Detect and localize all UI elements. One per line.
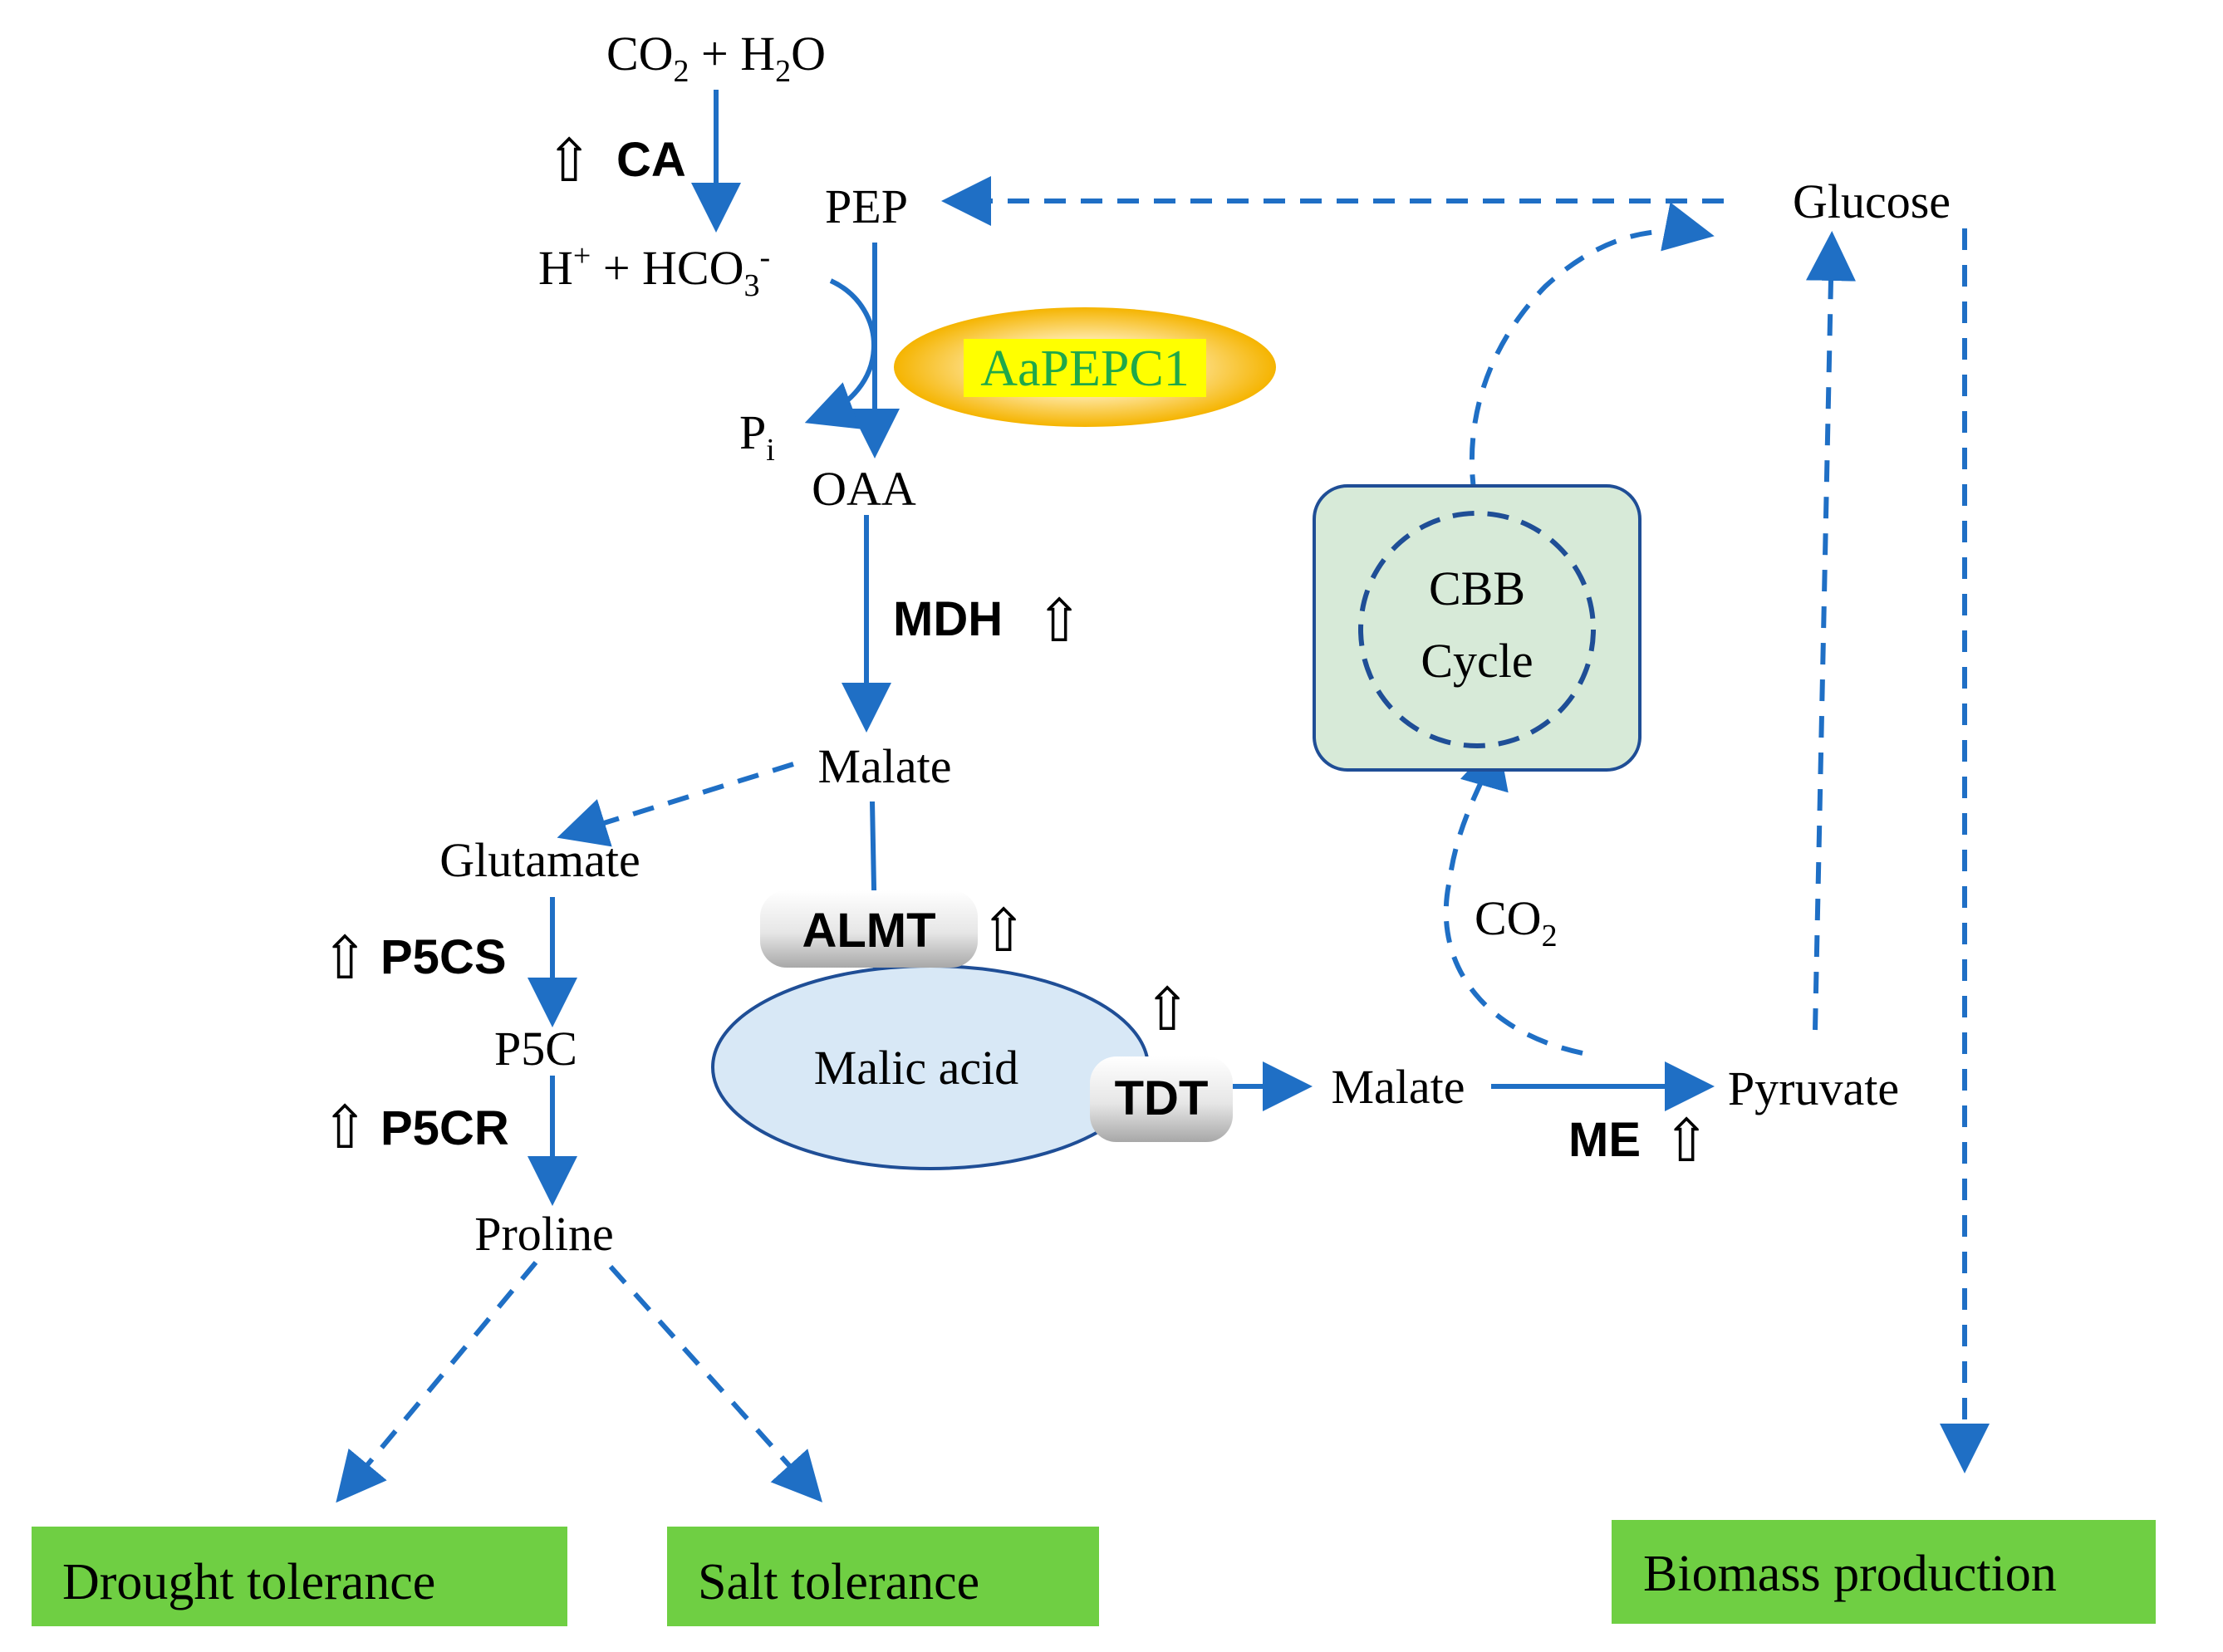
proline-label: Proline xyxy=(474,1207,614,1261)
tdt-transporter: TDT xyxy=(1090,1056,1233,1142)
arrow-cbb-to-glucose xyxy=(1469,202,1715,532)
almt-transporter: ALMT xyxy=(760,890,978,968)
biomass-production-box: Biomass production xyxy=(1612,1520,2156,1624)
almt-label: ALMT xyxy=(802,904,935,958)
arrows xyxy=(336,90,1990,1503)
malic-acid-label: Malic acid xyxy=(814,1041,1018,1095)
pep-label: PEP xyxy=(825,179,908,233)
p5cs-label: P5CS xyxy=(380,930,507,984)
p5cr-label: P5CR xyxy=(380,1101,509,1155)
tdt-pill xyxy=(1090,1056,1233,1142)
salt-tolerance-label: Salt tolerance xyxy=(698,1554,979,1610)
drought-tolerance-bg xyxy=(32,1527,567,1626)
cbb-label-line2: Cycle xyxy=(1421,634,1533,688)
aapepc1-enzyme: AaPEPC1 xyxy=(894,307,1276,427)
salt-tolerance-box: Salt tolerance xyxy=(667,1527,1099,1626)
cbb-chloroplast xyxy=(1313,484,1641,772)
malate-cytosol-label: Malate xyxy=(817,739,951,793)
co2-label: CO2 xyxy=(1475,891,1558,953)
arrow-pyruvate-to-cbb xyxy=(1443,738,1583,1056)
oaa-label: OAA xyxy=(812,462,916,516)
mdh-label: MDH xyxy=(893,592,1003,646)
biomass-production-bg xyxy=(1612,1520,2156,1624)
p5cs-up-arrow: ⇧ xyxy=(320,925,370,992)
aapepc1-label: AaPEPC1 xyxy=(980,341,1189,397)
cbb-label-line1: CBB xyxy=(1429,561,1525,615)
biomass-production-label: Biomass production xyxy=(1643,1546,2057,1602)
cbb-cycle-box: CBB Cycle xyxy=(1313,484,1641,772)
pyruvate-label: Pyruvate xyxy=(1728,1061,1899,1115)
arrow-malate-to-glutamate xyxy=(557,762,794,847)
arrow-proline-to-salt xyxy=(608,1264,823,1502)
glutamate-label: Glutamate xyxy=(439,833,640,887)
co2-h2o-label: CO2 + H2O xyxy=(606,27,826,89)
ca-label: CA xyxy=(616,133,686,187)
cbb-cycle-circle xyxy=(1358,511,1596,748)
mdh-up-arrow: ⇧ xyxy=(1034,588,1084,654)
tdt-label: TDT xyxy=(1115,1071,1209,1125)
arrow-proline-to-drought xyxy=(336,1261,538,1503)
malate-vacuole-out-label: Malate xyxy=(1331,1060,1465,1114)
glucose-label: Glucose xyxy=(1793,174,1951,228)
me-up-arrow: ⇧ xyxy=(1661,1108,1711,1174)
drought-tolerance-label: Drought tolerance xyxy=(62,1554,435,1610)
aapepc1-highlight xyxy=(964,339,1206,397)
arrow-hco3-to-pi xyxy=(804,278,876,429)
p5c-label: P5C xyxy=(494,1022,577,1076)
p5cr-up-arrow: ⇧ xyxy=(320,1095,370,1161)
pi-label: Pi xyxy=(739,405,775,468)
drought-tolerance-box: Drought tolerance xyxy=(32,1527,567,1626)
me-label: ME xyxy=(1568,1113,1641,1167)
ca-up-arrow: ⇧ xyxy=(544,128,594,194)
salt-tolerance-bg xyxy=(667,1527,1099,1626)
tdt-up-arrow: ⇧ xyxy=(1142,977,1192,1043)
h-hco3-label: H+ + HCO3- xyxy=(538,238,770,303)
almt-pill xyxy=(760,890,978,968)
arrow-pyruvate-to-glucose xyxy=(1805,231,1856,1031)
almt-up-arrow: ⇧ xyxy=(979,898,1028,964)
